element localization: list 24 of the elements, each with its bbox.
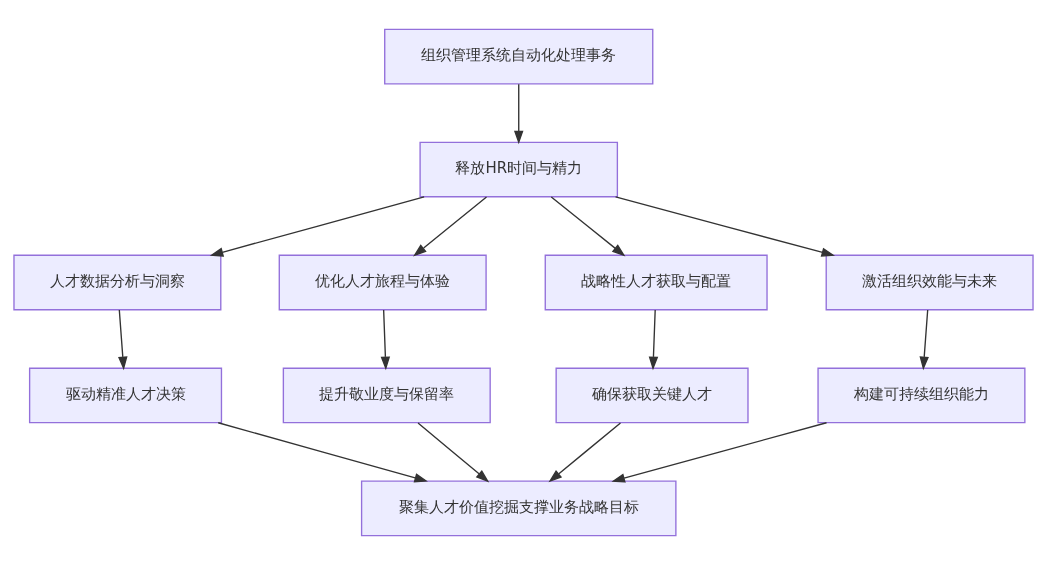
node-box: 驱动精准人才决策 <box>28 367 223 423</box>
node-box: 聚集人才价值挖掘支撑业务战略目标 <box>360 479 677 536</box>
arrow <box>919 308 929 370</box>
arrow <box>648 308 659 370</box>
node-box: 构建可持续组织能力 <box>817 367 1026 423</box>
node-box: 释放HR时间与精力 <box>419 141 619 197</box>
arrow <box>209 195 425 257</box>
arrow <box>413 195 488 256</box>
arrow <box>417 421 490 482</box>
arrow <box>118 308 128 370</box>
node-box: 战略性人才获取与配置 <box>544 254 768 310</box>
node-box: 组织管理系统自动化处理事务 <box>384 28 654 85</box>
arrow <box>513 82 524 144</box>
arrow <box>548 421 622 482</box>
arrow <box>611 421 828 483</box>
node-box: 提升敬业度与保留率 <box>282 367 491 423</box>
node-box: 优化人才旅程与体验 <box>278 254 487 310</box>
node-box: 确保获取关键人才 <box>555 367 749 423</box>
arrow <box>217 421 428 482</box>
node-box: 激活组织效能与未来 <box>825 254 1034 310</box>
arrow <box>550 195 626 256</box>
arrow <box>614 195 836 257</box>
node-box: 人才数据分析与洞察 <box>13 254 222 310</box>
arrow <box>380 308 391 370</box>
